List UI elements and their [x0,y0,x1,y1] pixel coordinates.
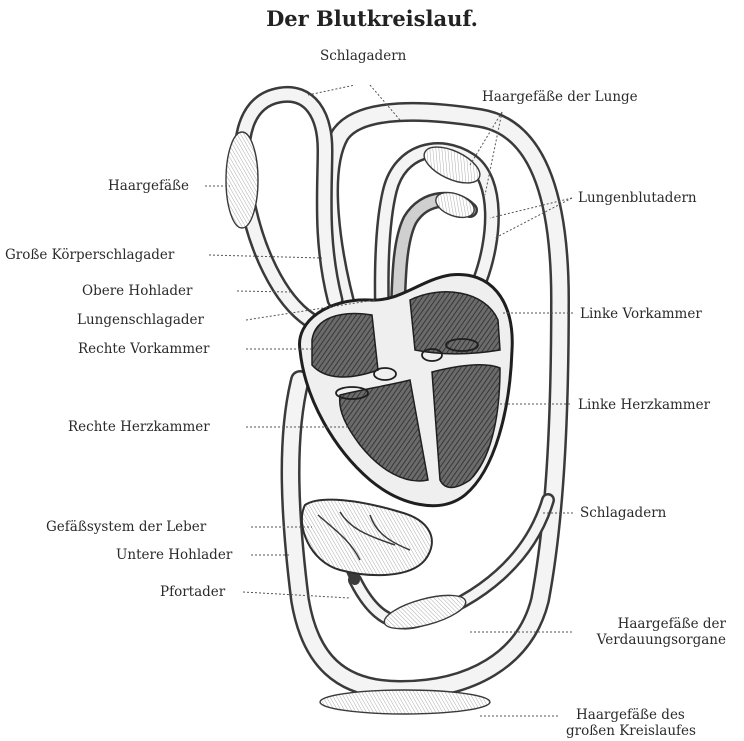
left-ventricle [432,365,500,488]
label-untere-hohlader: Untere Hohlader [116,547,232,563]
heart [300,274,513,505]
head-capillaries [226,132,258,228]
label-rechte-vorkammer: Rechte Vorkammer [78,341,209,357]
label-haargefaesse-lunge: Haargefäße der Lunge [482,89,638,105]
label-rechte-herzkammer: Rechte Herzkammer [68,419,210,435]
label-lungenblutadern: Lungenblutadern [578,190,697,206]
label-haargefaesse-verdauung-2: Verdauungsorgane [560,632,726,648]
label-schlagadern-top: Schlagadern [320,48,406,64]
body-capillaries [320,690,490,714]
label-haargefaesse: Haargefäße [108,178,189,194]
label-linke-vorkammer: Linke Vorkammer [580,306,702,322]
label-grosse-koerperschlagader: Große Körperschlagader [5,247,174,263]
label-schlagadern-right: Schlagadern [580,505,666,521]
right-atrium [312,314,378,377]
label-obere-hohlader: Obere Hohlader [82,283,192,299]
label-lungenschlagader: Lungenschlagader [77,312,204,328]
label-linke-herzkammer: Linke Herzkammer [578,397,710,413]
label-haargefaesse-verdauung-1: Haargefäße der [560,616,726,632]
label-gefaesssystem-leber: Gefäßsystem der Leber [46,519,206,535]
label-haargefaesse-kreislauf-2: großen Kreislaufes [566,723,696,739]
label-pfortader: Pfortader [160,584,225,600]
liver [302,500,432,575]
label-haargefaesse-kreislauf-1: Haargefäße des [576,707,685,723]
digestive-capillaries [381,589,469,636]
